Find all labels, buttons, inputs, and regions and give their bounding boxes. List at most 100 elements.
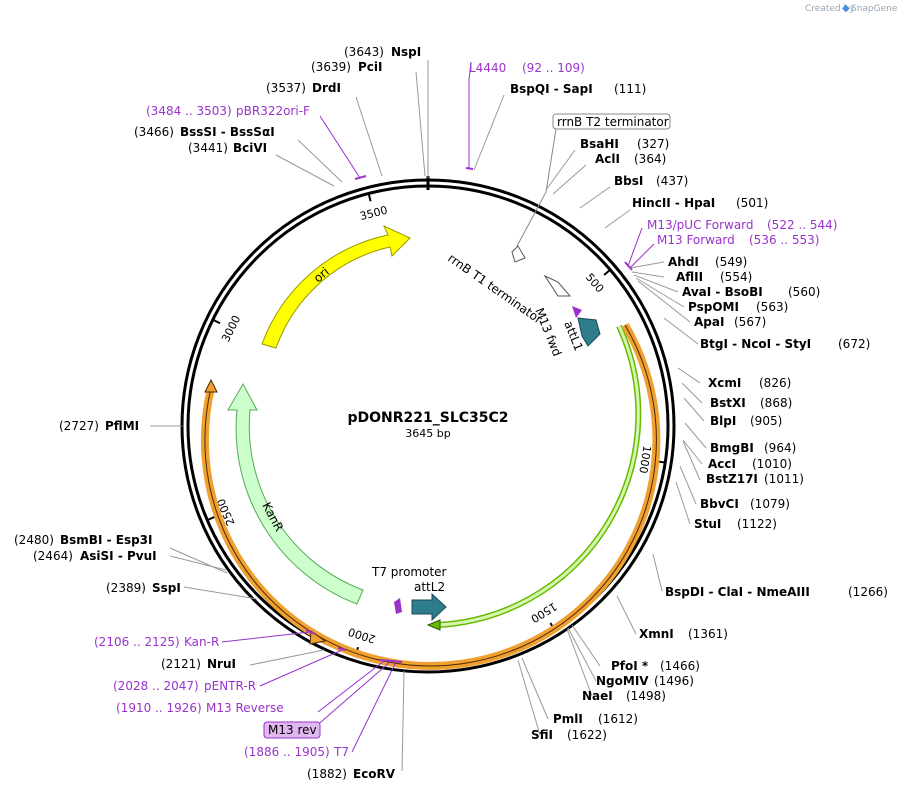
site-name: BbvCI [700,497,739,511]
site-pos: (868) [760,396,792,410]
site-pos: (364) [634,152,666,166]
site-pos: (1496) [654,674,694,688]
site-name: AsiSI - PvuI [80,549,157,563]
attl2-feature[interactable] [411,592,447,622]
primer-name: T7 [333,745,349,759]
backbone-outer-ring [180,178,676,674]
site-name: XmnI [639,627,674,641]
site-name: BstZ17I [706,472,758,486]
site-name: BtgI - NcoI - StyI [700,337,811,351]
site-pos: (560) [788,285,820,299]
site-leaders [150,60,707,772]
site-name: NruI [207,657,236,671]
primer-marks [305,167,633,663]
rrnb-t1-label: rrnB T1 terminator [445,251,545,327]
m13-fwd-feature[interactable] [572,306,582,318]
primer-name: M13/pUC Forward [647,218,754,232]
site-name: ApaI [694,315,724,329]
primer-name: pBR322ori-F [236,104,310,118]
site-pos: (549) [715,255,747,269]
site-pos: (327) [637,137,669,151]
site-name: DrdI [312,81,341,95]
credit-brand: SnapGene [851,4,898,14]
site-pos: (1466) [660,659,700,673]
site-name: AhdI [668,255,699,269]
primer-name: M13 rev [268,723,317,737]
site-name: PciI [358,60,383,74]
site-pos: (2480) [14,533,54,547]
site-pos: (3537) [266,81,306,95]
site-pos: (111) [614,82,646,96]
site-name: XcmI [708,376,741,390]
orf-orange-arrowhead [204,378,218,393]
site-pos: (501) [736,196,768,210]
m13-rev-box [263,721,321,739]
site-name: BspQI - SapI [510,82,593,96]
rrnb-t2-terminator-feature[interactable] [511,245,526,263]
site-name: EcoRV [353,767,396,781]
site-pos: (563) [756,300,788,314]
site-name: NspI [391,45,421,59]
primer-name: Kan-R [184,635,219,649]
site-name: NaeI [582,689,613,703]
plasmid-name: pDONR221_SLC35C2 [347,410,508,426]
site-name: AccI [708,457,736,471]
bp-tick-mark [206,516,215,522]
primer-range: (1886 .. 1905) [244,745,330,759]
primer-range: (3484 .. 3503) [146,104,232,118]
kanr-feature[interactable] [227,382,364,605]
bp-tick-label: 500 [583,271,607,295]
orf-arc-orange-core [317,324,657,667]
site-pos: (554) [720,270,752,284]
site-pos: (1612) [598,712,638,726]
primer-name: L4440 [469,61,506,75]
bp-tick-label: 1500 [529,600,560,626]
rrnb-t2-label: rrnB T2 terminator [557,115,669,129]
bp-tick-label: 2000 [347,625,378,646]
primer-range: (2106 .. 2125) [94,635,180,649]
attl1-feature[interactable] [577,317,601,347]
site-name: NgoMIV [596,674,649,688]
site-name: PflMI [105,419,139,433]
site-name: AclI [595,152,620,166]
site-name: BlpI [710,414,736,428]
t7-promoter-label: T7 promoter [371,565,447,579]
orf-arc-orange-left-core [204,387,319,637]
site-name: PfoI * [611,659,649,673]
rrnb-t2-leader [515,128,557,249]
site-pos: (1011) [764,472,804,486]
t7-promoter-feature[interactable] [394,598,402,614]
site-name: BciVI [233,141,267,155]
site-name: PmlI [553,712,583,726]
m13-fwd-label: M13 fwd [532,306,564,358]
site-pos: (1010) [752,457,792,471]
ori-feature[interactable] [261,224,411,349]
primer-name: M13 Reverse [206,701,284,715]
attl2-label: attL2 [414,580,445,594]
site-name: SfiI [531,728,553,742]
primer-range: (1910 .. 1926) [116,701,202,715]
site-pos: (3639) [311,60,351,74]
site-name: StuI [694,517,721,531]
site-pos: (1882) [307,767,347,781]
site-pos: (3643) [344,45,384,59]
site-name: BstXI [710,396,746,410]
site-pos: (1361) [688,627,728,641]
site-pos: (1122) [737,517,777,531]
rrnb-t1-terminator-feature[interactable] [543,274,572,297]
bp-tick-label: 3500 [359,204,389,224]
site-name: SspI [152,581,181,595]
site-pos: (3441) [188,141,228,155]
site-pos: (1498) [626,689,666,703]
primer-name: M13 Forward [657,233,735,247]
site-name: BsmBI - Esp3I [60,533,152,547]
site-name: BmgBI [710,441,754,455]
bp-tick-label: 1000 [636,445,653,475]
site-pos: (2464) [33,549,73,563]
site-pos: (1079) [750,497,790,511]
site-pos: (2727) [59,419,99,433]
site-name: BspDI - ClaI - NmeAIII [665,585,810,599]
primer-range: (2028 .. 2047) [113,679,199,693]
primer-range: (536 .. 553) [749,233,819,247]
